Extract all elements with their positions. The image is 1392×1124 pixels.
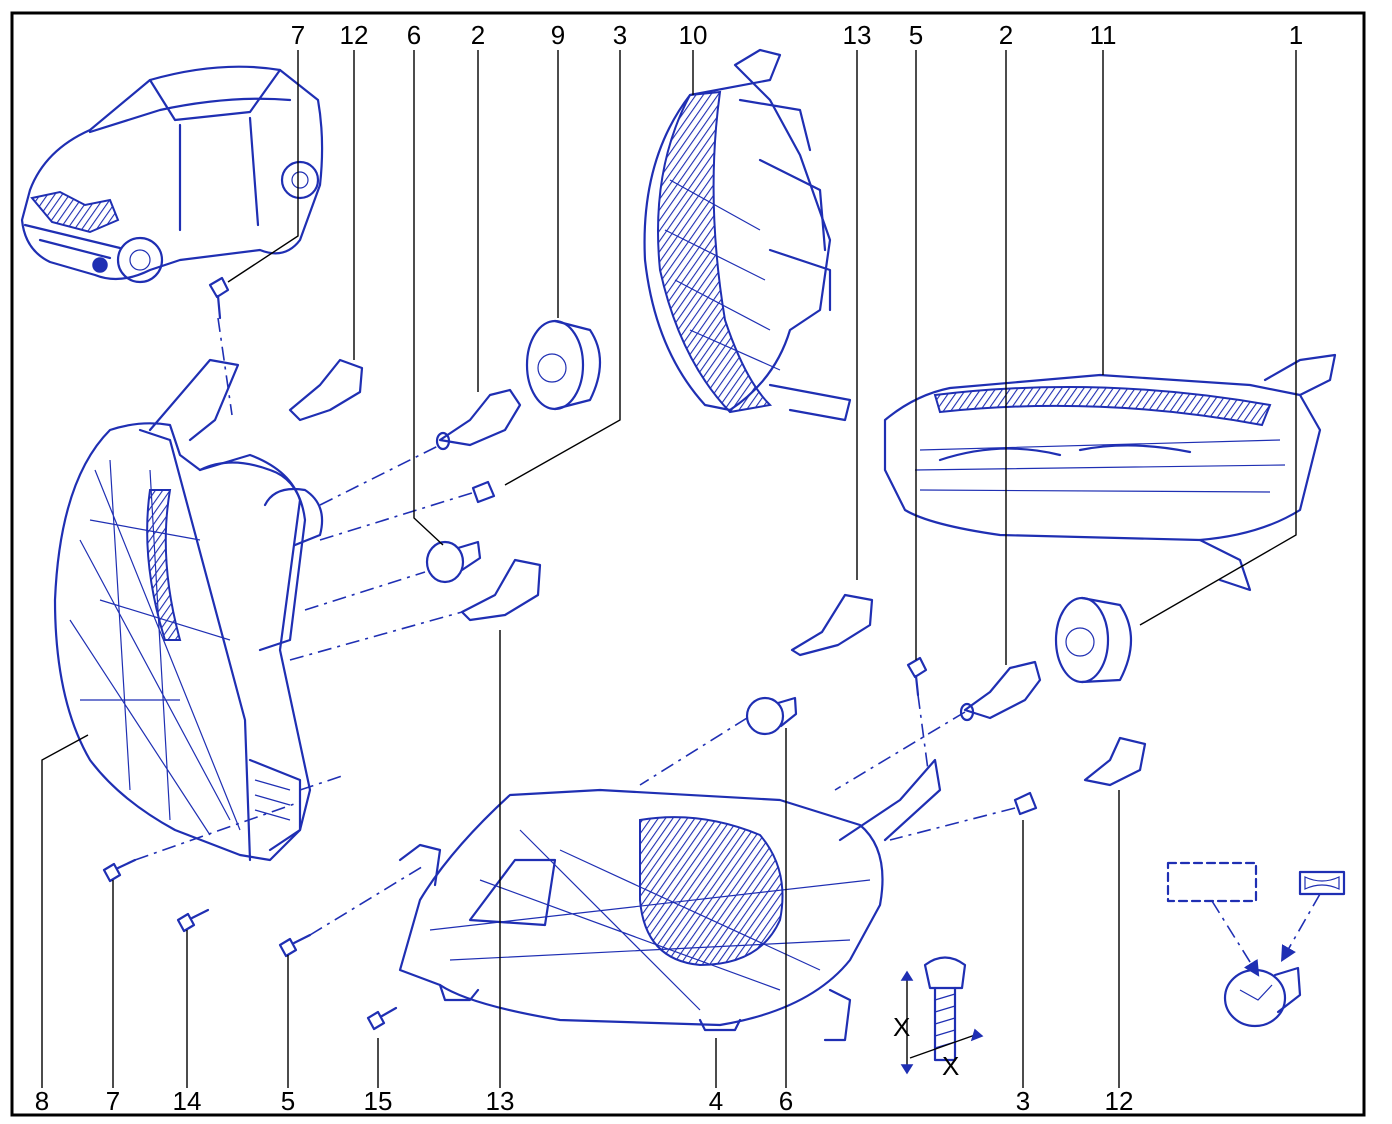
callout-3-bottom: 3 xyxy=(1016,1086,1030,1116)
screw-14 xyxy=(176,908,210,933)
bulb-6-left xyxy=(425,540,482,584)
dimension-label-vertical: X xyxy=(893,1012,910,1042)
vehicle-location-view xyxy=(20,65,324,284)
bulb-location-box xyxy=(1166,861,1258,903)
callouts-bottom: 8 7 14 5 15 13 4 6 3 12 xyxy=(35,1086,1134,1116)
bulb-socket-13-right xyxy=(790,593,874,657)
callout-2-top-left: 2 xyxy=(471,20,485,50)
callout-4-bottom: 4 xyxy=(709,1086,723,1116)
callout-12-bottom: 12 xyxy=(1105,1086,1134,1116)
callout-5-bottom: 5 xyxy=(281,1086,295,1116)
headlight-front-view xyxy=(883,353,1337,592)
dimension-label-horizontal: X xyxy=(942,1051,959,1081)
callout-2-top-right: 2 xyxy=(999,20,1013,50)
callout-10-top: 10 xyxy=(679,20,708,50)
bulb-h4-left xyxy=(435,388,522,451)
bulb-label-box xyxy=(1298,870,1346,896)
callouts-top: 7 12 6 2 9 3 10 13 5 2 11 1 xyxy=(291,20,1303,50)
bulb-h4-right xyxy=(959,660,1042,722)
cap-9 xyxy=(525,319,601,411)
diagram-frame xyxy=(10,11,1366,1117)
screw-5-bottom xyxy=(278,933,312,958)
bolt-dimension-detail: X X xyxy=(893,956,984,1081)
bulb-replacement-detail xyxy=(1166,861,1346,1028)
callout-6-top: 6 xyxy=(407,20,421,50)
leader-lines xyxy=(41,50,1297,1088)
screw-7-bottom xyxy=(102,858,137,883)
callout-1-top: 1 xyxy=(1289,20,1303,50)
callout-7-top: 7 xyxy=(291,20,305,50)
callout-13-top: 13 xyxy=(843,20,872,50)
callout-9-top: 9 xyxy=(551,20,565,50)
cap-1 xyxy=(1054,596,1133,684)
callout-8-bottom: 8 xyxy=(35,1086,49,1116)
callout-7-bottom: 7 xyxy=(106,1086,120,1116)
headlight-unit-side-view xyxy=(53,358,324,862)
screw-7-top xyxy=(208,276,230,320)
bulb-3-right xyxy=(1013,791,1038,816)
callout-14-bottom: 14 xyxy=(173,1086,202,1116)
bulb-3-left xyxy=(471,480,496,504)
headlight-housing-rear-view xyxy=(643,48,852,422)
callout-3-top: 3 xyxy=(613,20,627,50)
bulb-socket-12-right xyxy=(1083,736,1147,787)
bulb-6-right xyxy=(745,696,798,736)
screw-5-top xyxy=(906,656,928,697)
callout-12-top: 12 xyxy=(340,20,369,50)
assembly-lines xyxy=(134,317,1016,936)
callout-6-bottom: 6 xyxy=(779,1086,793,1116)
screw-15 xyxy=(366,1006,398,1031)
callout-15-bottom: 15 xyxy=(364,1086,393,1116)
bulb-socket-13-left xyxy=(460,558,542,622)
bulb-socket-12-left xyxy=(288,358,364,422)
callout-11-top: 11 xyxy=(1090,20,1117,50)
callout-5-top: 5 xyxy=(909,20,923,50)
headlight-assembly-main xyxy=(398,758,942,1042)
callout-13-bottom: 13 xyxy=(486,1086,515,1116)
